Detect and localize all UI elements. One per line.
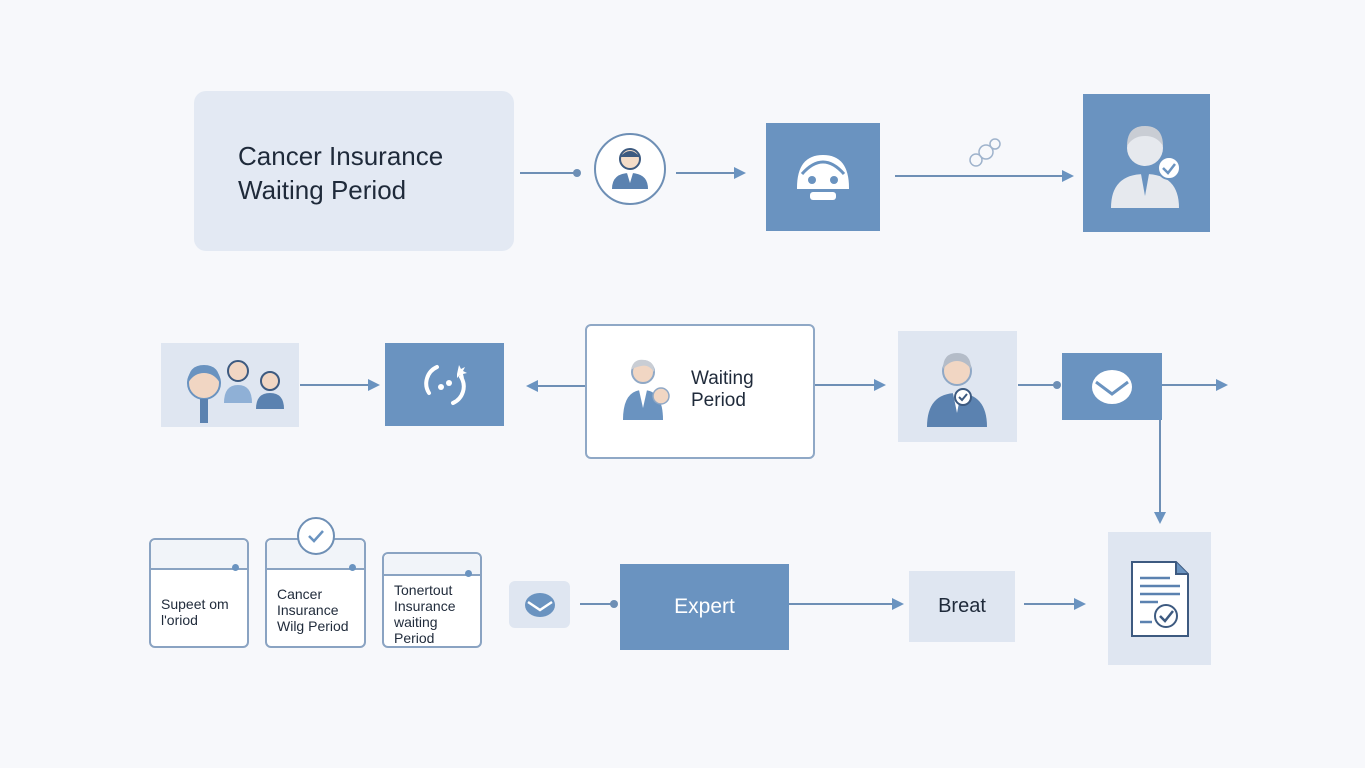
bubbles-icon: [969, 138, 1001, 167]
waiting-period-line-2: Period: [691, 390, 746, 411]
doc-card-2-label: Cancer Insurance Wilg Period: [277, 586, 358, 634]
title-line-1: Cancer Insurance: [238, 141, 444, 171]
person-icon: [612, 148, 648, 189]
doc-card-3-line-3: waiting Period: [394, 614, 438, 646]
waiting-period-label: Waiting Period: [691, 368, 754, 412]
doc-card-2-line-3: Wilg Period: [277, 618, 349, 634]
breat-box: Breat: [909, 571, 1015, 642]
robot-helmet-icon: [796, 154, 850, 200]
check-circle-badge: [297, 517, 335, 555]
robot-node: [766, 123, 880, 231]
check-circle-icon: [308, 530, 324, 543]
person-icon: [623, 359, 670, 420]
people-group-icon: [187, 360, 284, 423]
doc-card-header: [151, 540, 247, 570]
envelope-icon: [524, 592, 555, 617]
doc-card-3-line-2: Insurance: [394, 598, 456, 614]
doc-card-2-line-1: Cancer: [277, 586, 323, 602]
doc-card-dot: [465, 570, 472, 577]
connector-dot: [610, 600, 618, 608]
document-check-icon: [1130, 560, 1189, 637]
person-check-icon: [1110, 126, 1181, 208]
refresh-icon: [423, 364, 467, 405]
envelope-icon: [1092, 369, 1132, 404]
breat-label: Breat: [938, 595, 986, 617]
doc-card-1-line-2: l'oriod: [161, 612, 198, 628]
waiting-period-line-1: Waiting: [691, 368, 754, 389]
document-node: [1108, 532, 1211, 665]
envelope-node: [1062, 353, 1162, 420]
doc-card-3: Tonertout Insurance waiting Period: [382, 552, 482, 648]
people-group-node: [161, 343, 299, 427]
doc-card-3-label: Tonertout Insurance waiting Period: [394, 582, 474, 646]
doc-card-dot: [349, 564, 356, 571]
doc-card-header: [384, 554, 480, 576]
title-line-2: Waiting Period: [238, 175, 407, 205]
refresh-node: [385, 343, 504, 426]
title-text: Cancer Insurance Waiting Period: [238, 139, 443, 207]
person-circle-node: [594, 133, 666, 205]
connector-dot: [573, 169, 581, 177]
doc-card-dot: [232, 564, 239, 571]
doc-card-3-line-1: Tonertout: [394, 582, 453, 598]
connector-dot: [1053, 381, 1061, 389]
expert-box: Expert: [620, 564, 789, 650]
advisor-node: [1083, 94, 1210, 232]
expert-label: Expert: [674, 595, 735, 618]
envelope-small-node: [509, 581, 570, 628]
person-check-icon: [926, 352, 987, 427]
waiting-period-card: Waiting Period: [585, 324, 815, 459]
person-check-node: [898, 331, 1017, 442]
title-box: Cancer Insurance Waiting Period: [194, 91, 514, 251]
doc-card-1-label: Supeet om l'oriod: [161, 596, 241, 628]
doc-card-2-line-2: Insurance: [277, 602, 339, 618]
doc-card-1-line-1: Supeet om: [161, 596, 229, 612]
doc-card-1: Supeet om l'oriod: [149, 538, 249, 648]
doc-card-2: Cancer Insurance Wilg Period: [265, 538, 366, 648]
